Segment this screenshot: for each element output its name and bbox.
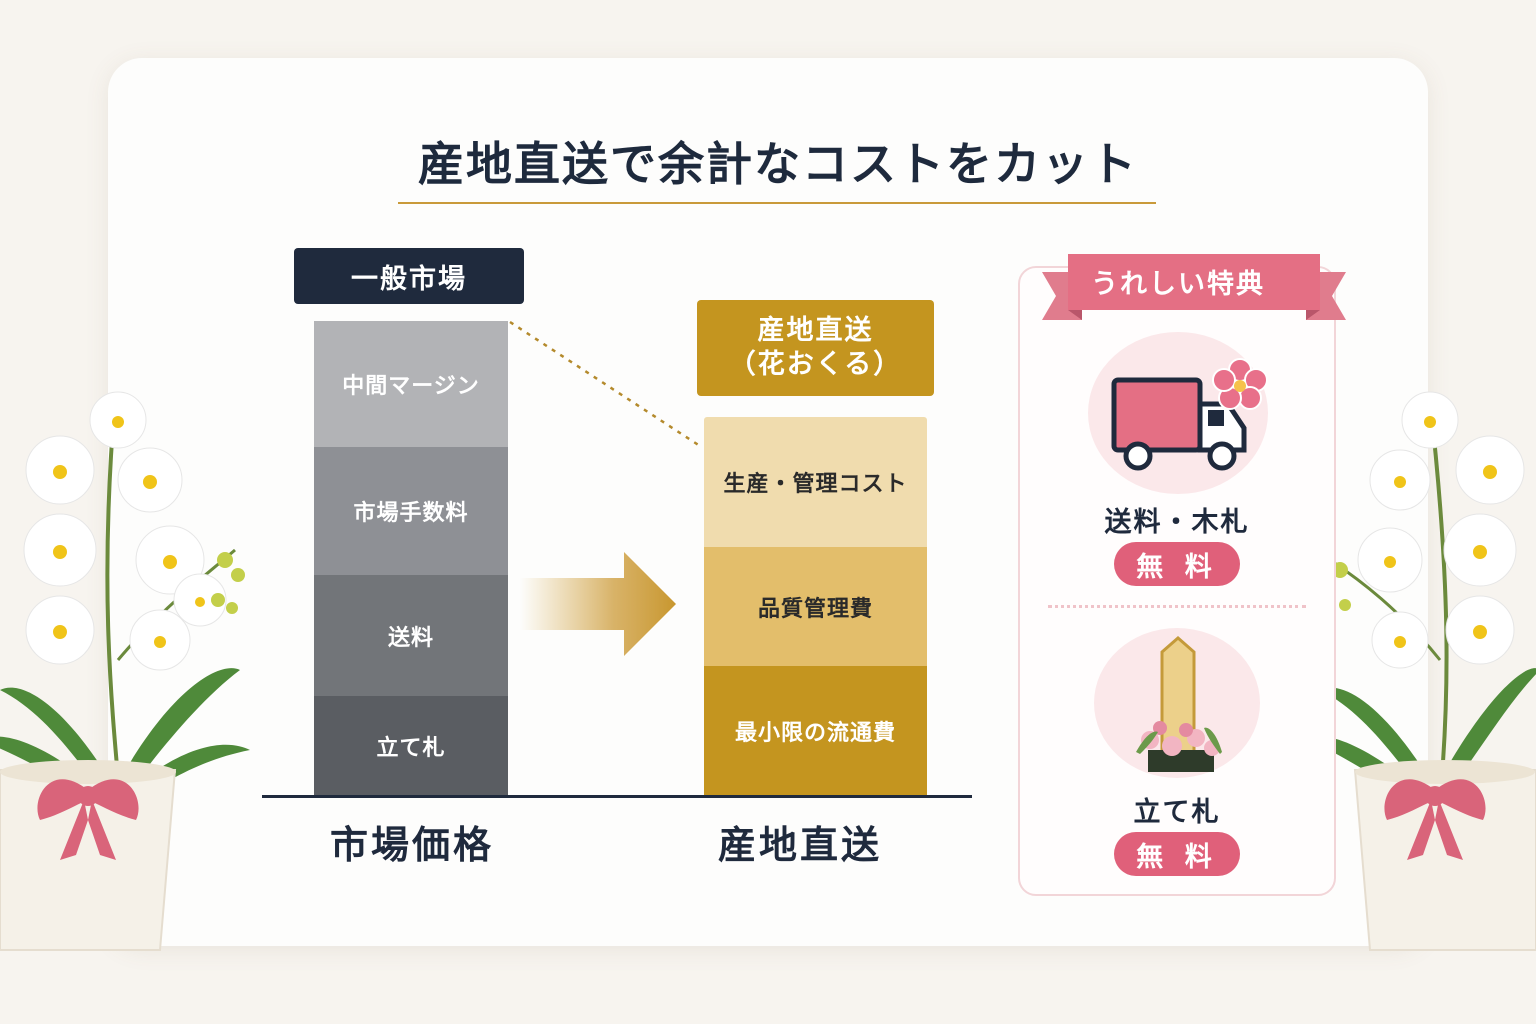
- market-segment-sign: 立て札: [314, 696, 508, 796]
- market-axis-label: 市場価格: [330, 823, 495, 867]
- perks-ribbon: [1042, 254, 1346, 320]
- direct-header-line1: 産地直送: [757, 315, 874, 347]
- perks-banner: うれしい特典: [1091, 268, 1265, 300]
- orchid-plant-left: [0, 391, 250, 951]
- arrow-right-icon: [520, 552, 676, 656]
- market-segment-margin: 中間マージン: [314, 321, 508, 447]
- direct-segment-quality: 品質管理費: [704, 547, 927, 666]
- title-underline: [398, 202, 1156, 204]
- delivery-truck-icon: [1111, 358, 1268, 471]
- market-segment-shipping: 送料: [314, 575, 508, 696]
- direct-segment-production: 生産・管理コスト: [704, 417, 927, 547]
- title-spark-right-icon: [1150, 102, 1196, 148]
- perk-caption-shipping: 送料・木札: [1104, 507, 1250, 538]
- orchid-plant-right: [1310, 391, 1536, 951]
- market-header: 一般市場: [294, 248, 524, 304]
- direct-segment-distribution: 最小限の流通費: [704, 666, 927, 796]
- direct-header-line2: （花おくる）: [728, 349, 903, 380]
- perks-divider: [1048, 605, 1306, 608]
- direct-axis-label: 産地直送: [718, 823, 883, 867]
- standing-sign-icon: [1136, 636, 1222, 772]
- chart-baseline: [262, 795, 972, 798]
- perk-badge-sign: 無 料: [1114, 832, 1240, 876]
- market-segment-fee: 市場手数料: [314, 447, 508, 575]
- direct-header: 産地直送 （花おくる）: [697, 300, 934, 396]
- perk-caption-sign: 立て札: [1133, 797, 1221, 828]
- title-spark-left-icon: [352, 102, 398, 148]
- comparison-dotted-line: [509, 320, 701, 448]
- page-title: 産地直送で余計なコストをカット: [418, 137, 1138, 191]
- perk-badge-shipping: 無 料: [1114, 542, 1240, 586]
